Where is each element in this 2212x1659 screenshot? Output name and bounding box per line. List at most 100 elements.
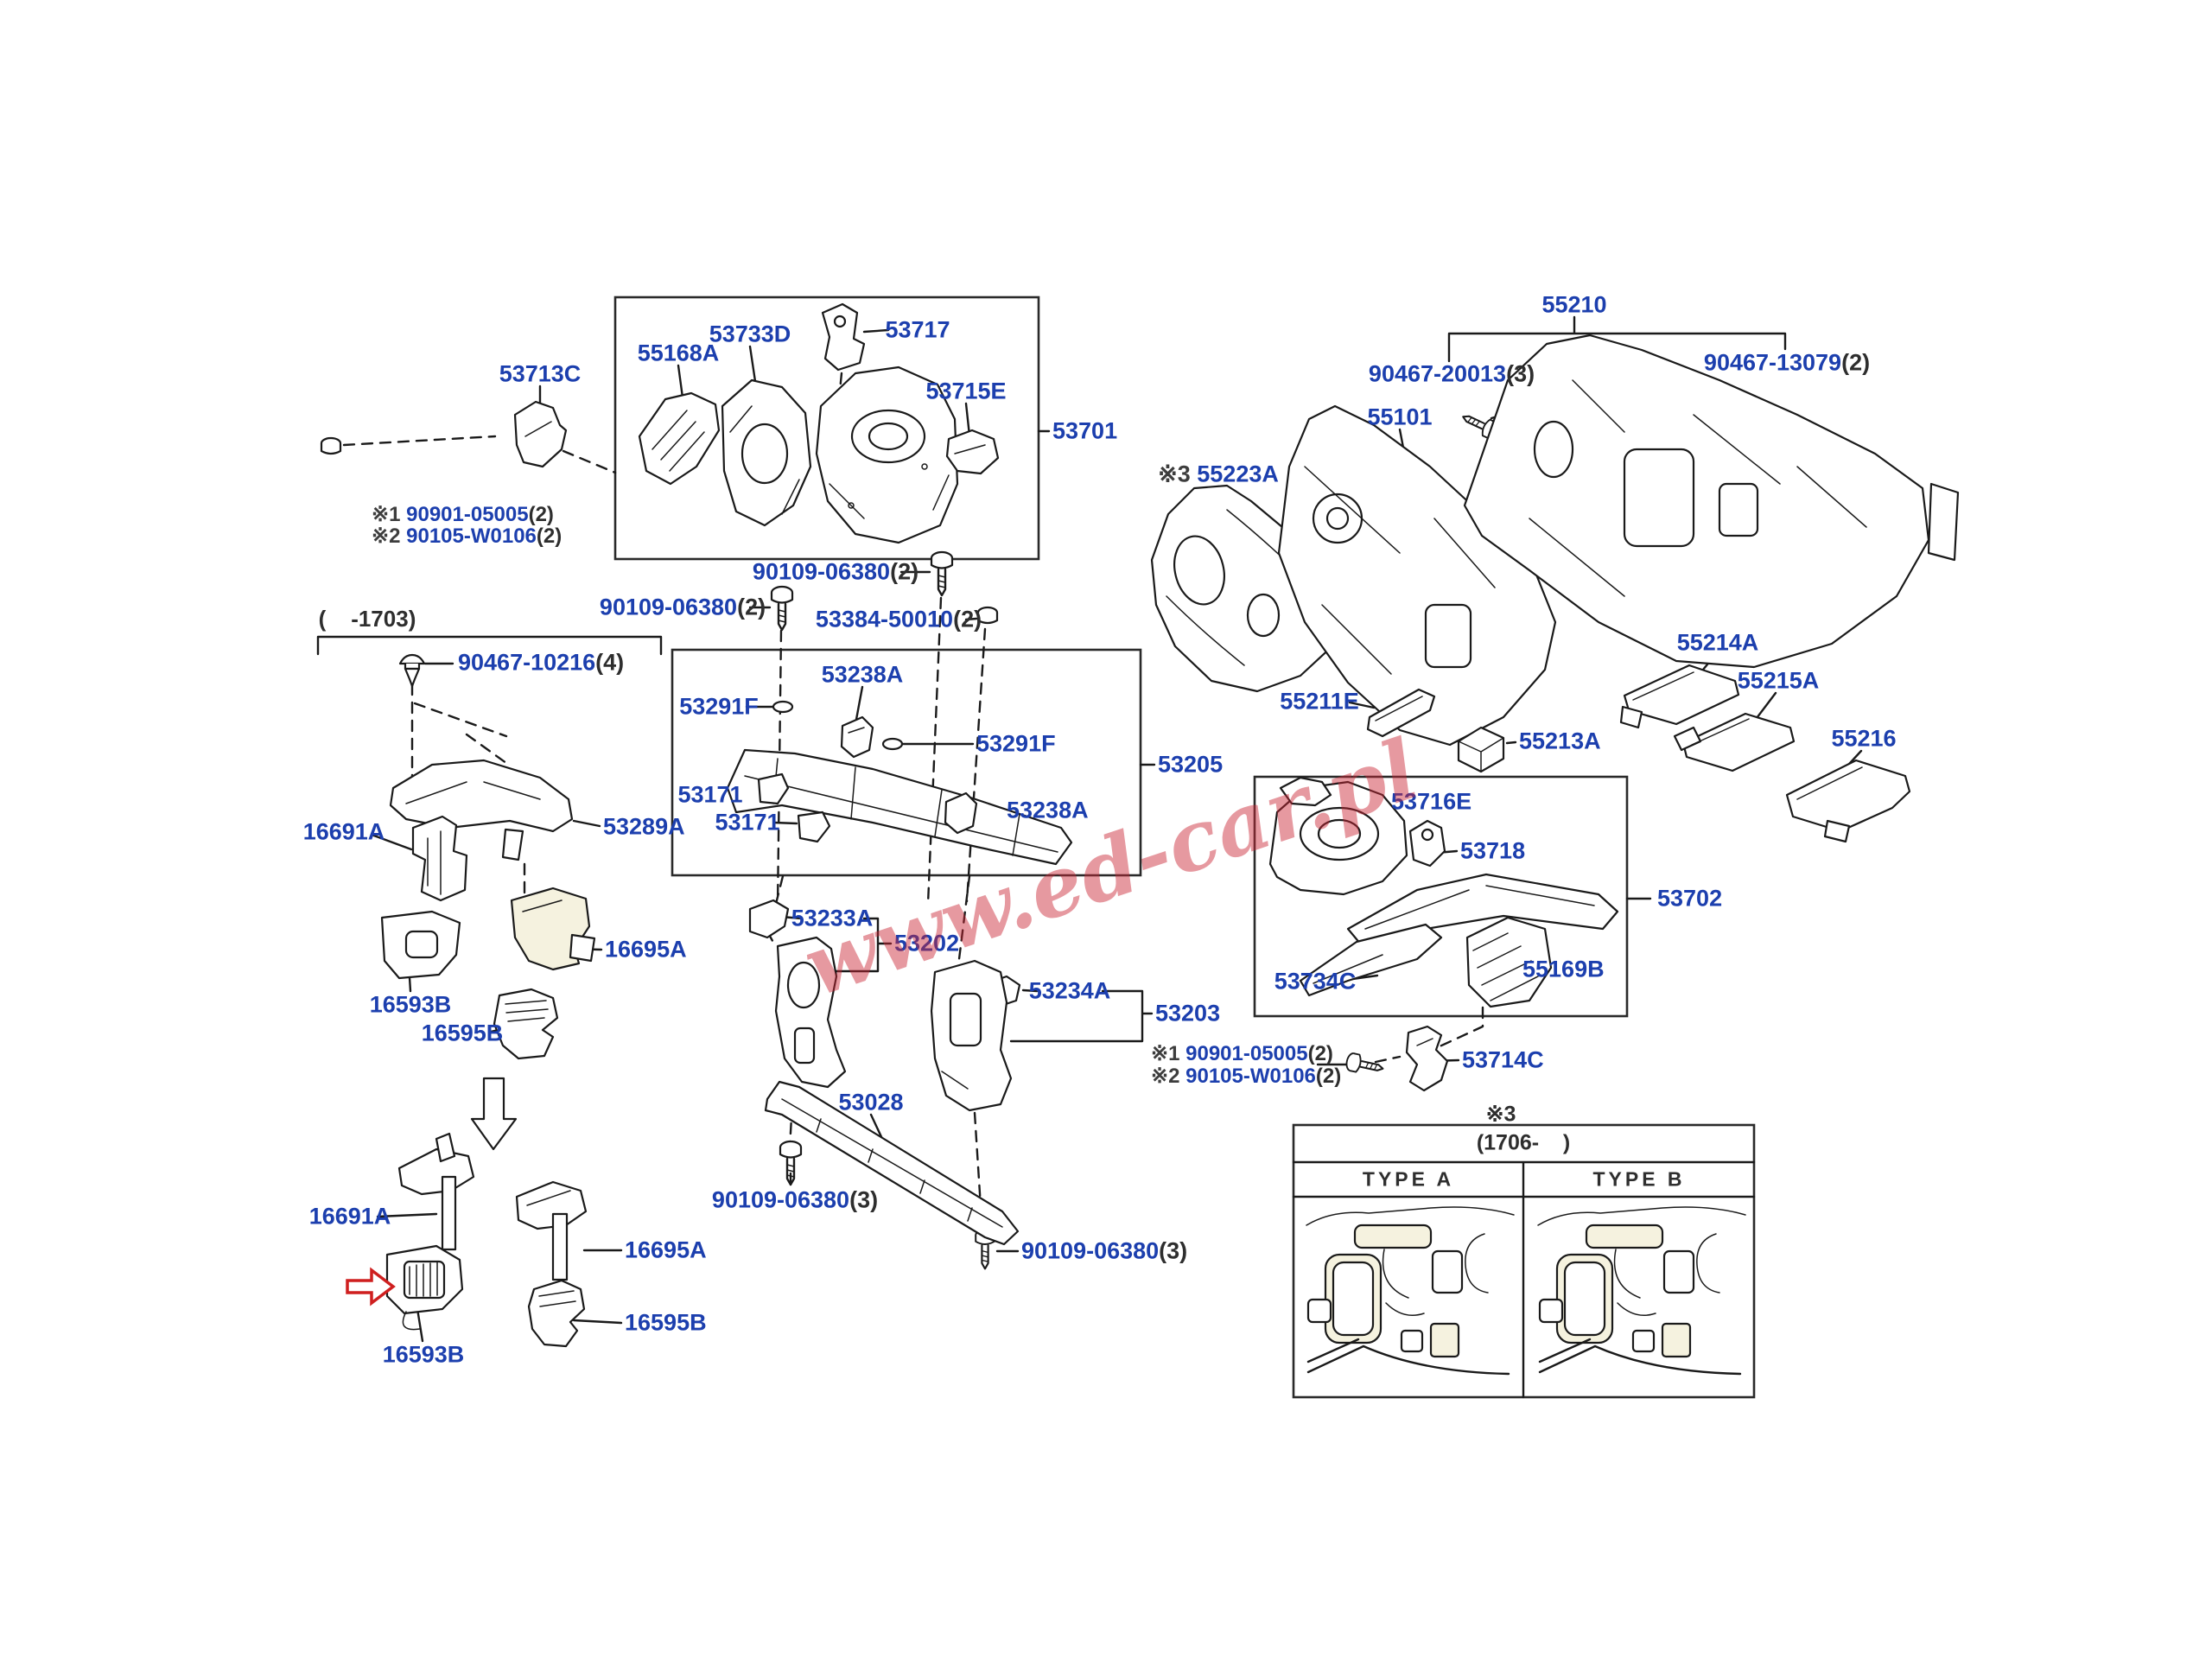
label-53233a: 53233A	[791, 905, 874, 931]
sketch-53171-2	[797, 810, 831, 843]
label-53234a: 53234A	[1028, 977, 1111, 1004]
label-16691a-1: 16691A	[302, 818, 385, 845]
label-53171-2: 53171	[715, 809, 780, 836]
label-55214a: 55214A	[1676, 629, 1759, 656]
sketch-53291f-1	[772, 700, 794, 714]
label-90467-10216: 90467-10216(4)	[458, 649, 625, 676]
sketch-53171-1	[757, 772, 790, 805]
label-53734c: 53734C	[1274, 968, 1357, 995]
label-55216: 55216	[1831, 725, 1897, 752]
sketch-53714c	[1405, 1025, 1449, 1092]
sketch-55210	[1463, 334, 1960, 669]
label-90467-20013: 90467-20013(3)	[1368, 360, 1535, 387]
label-90109-06380-top: 90109-06380(2)	[752, 558, 919, 585]
label-range-1706: (1706- )	[1476, 1130, 1571, 1155]
group-box-53701	[613, 296, 1040, 561]
note-3: ※3	[1485, 1102, 1516, 1127]
label-55215a: 55215A	[1737, 667, 1820, 694]
sketch-55216	[1785, 759, 1911, 843]
sketch-53289a	[389, 759, 574, 861]
sketch-53717	[821, 302, 866, 372]
label-53291f-2: 53291F	[976, 730, 1056, 757]
sketch-53233a	[748, 899, 790, 939]
label-53702: 53702	[1657, 885, 1723, 912]
sketch-55168a	[638, 391, 721, 486]
note-90901-05005-right: ※1 90901-05005(2)	[1151, 1042, 1333, 1065]
sketch-16595b-1	[493, 988, 559, 1060]
sketch-53713c	[513, 400, 568, 468]
sketch-53238a-1	[840, 715, 874, 759]
sketch-16593b-1	[380, 910, 461, 980]
sketch-16595b-2	[527, 1279, 586, 1348]
label-53713c: 53713C	[499, 360, 582, 387]
label-53203: 53203	[1155, 1000, 1221, 1027]
sketch-53715e	[945, 429, 1000, 475]
label-range-1703: ( -1703)	[318, 606, 416, 632]
label-90109-06380-b2: 90109-06380(3)	[1021, 1237, 1188, 1264]
sketch-53238a-2	[944, 791, 978, 835]
label-53289a: 53289A	[603, 813, 685, 840]
label-53716e: 53716E	[1391, 788, 1472, 815]
label-55211e: 55211E	[1280, 688, 1359, 715]
label-53733d: 53733D	[709, 321, 791, 347]
note-90901-05005-left: ※1 90901-05005(2)	[372, 503, 554, 526]
sketch-53716e	[1279, 776, 1332, 807]
sketch-53734c	[1299, 923, 1443, 997]
label-16595b-2: 16595B	[625, 1309, 707, 1336]
sketch-55211e	[1366, 688, 1436, 738]
label-type-b: TYPE B	[1592, 1167, 1686, 1191]
label-53701: 53701	[1052, 417, 1118, 444]
label-90467-13079: 90467-13079(2)	[1703, 349, 1871, 376]
sketch-16695a-2	[515, 1180, 588, 1281]
note-90105-w0106-left: ※2 90105-W0106(2)	[372, 524, 563, 548]
label-55169b: 55169B	[1522, 956, 1605, 982]
label-53238a-2: 53238A	[1007, 797, 1089, 823]
sketch-16593b-2	[385, 1244, 464, 1331]
label-53384-50010: 53384-50010(2)	[815, 606, 982, 632]
label-53171-1: 53171	[677, 781, 743, 808]
sketch-16691a-1	[411, 815, 468, 902]
group-box-53205	[671, 648, 1142, 877]
label-53718: 53718	[1460, 837, 1526, 864]
sketch-55213a	[1457, 726, 1505, 773]
label-53717: 53717	[885, 316, 950, 343]
sketch-53701-wheelhouse	[815, 365, 959, 544]
group-box-53702	[1253, 775, 1629, 1018]
label-53028: 53028	[838, 1089, 904, 1116]
sketch-55215a	[1673, 712, 1796, 772]
label-16593b-2: 16593B	[382, 1341, 465, 1368]
sketch-53203	[930, 959, 1013, 1112]
sketch-16691a-2	[397, 1132, 475, 1251]
label-53291f-1: 53291F	[679, 693, 759, 720]
label-55223a: ※3 55223A	[1158, 461, 1279, 487]
label-53715e: 53715E	[925, 378, 1007, 404]
label-90109-06380-mid: 90109-06380(2)	[599, 594, 766, 620]
pointer-arrow-red-icon	[346, 1267, 396, 1306]
label-16695a-2: 16695A	[625, 1236, 707, 1263]
label-53238a-1: 53238A	[821, 661, 904, 688]
label-53714c: 53714C	[1462, 1046, 1544, 1073]
sketch-55223a	[1150, 484, 1348, 693]
label-16595b-1: 16595B	[421, 1020, 504, 1046]
label-16695a-1: 16695A	[605, 936, 687, 963]
label-16691a-2: 16691A	[308, 1203, 391, 1230]
label-53205: 53205	[1158, 751, 1224, 778]
label-55101: 55101	[1367, 404, 1433, 430]
down-arrow-icon	[470, 1077, 518, 1151]
label-16593b-1: 16593B	[369, 991, 452, 1018]
sketch-53733d	[721, 378, 812, 527]
note-90105-w0106-right: ※2 90105-W0106(2)	[1151, 1065, 1342, 1088]
sketch-53202	[774, 936, 847, 1089]
label-53202: 53202	[894, 930, 960, 957]
sketch-53291f-2	[881, 737, 904, 751]
type-table	[1292, 1123, 1756, 1399]
label-55168a: 55168A	[637, 340, 720, 366]
label-90109-06380-b1: 90109-06380(3)	[711, 1186, 879, 1213]
sketch-53702-wheelhouse	[1268, 780, 1408, 896]
sketch-55169b	[1465, 916, 1553, 1008]
sketch-16695a-1	[510, 887, 596, 971]
sketch-55101	[1277, 404, 1557, 747]
